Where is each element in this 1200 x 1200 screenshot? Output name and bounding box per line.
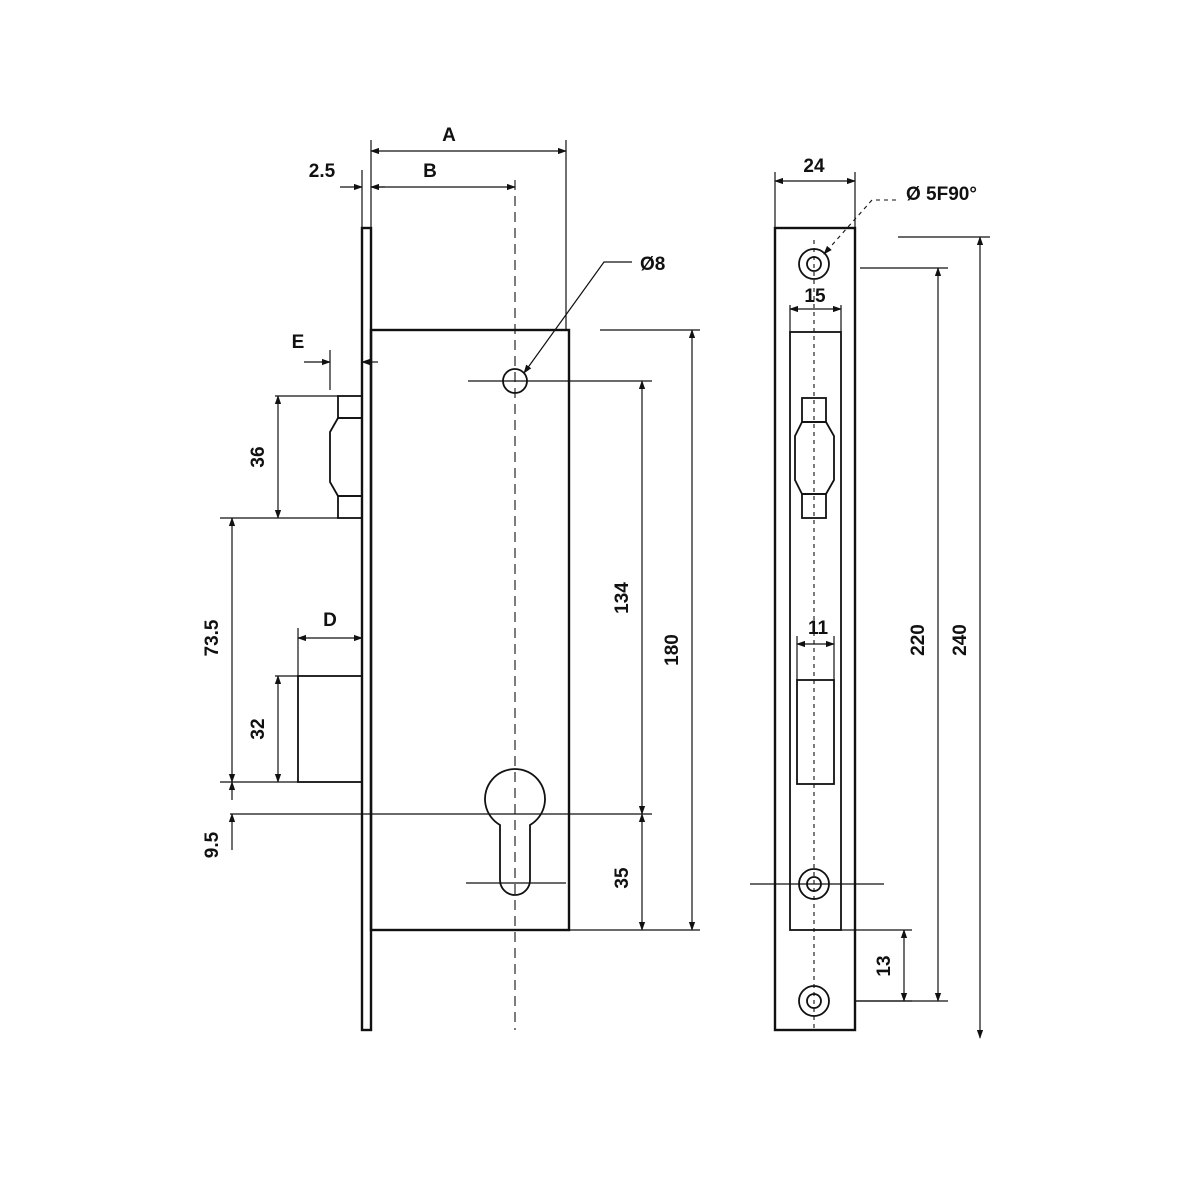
dim-24-label: 24	[803, 156, 825, 177]
dim-32-label: 32	[248, 718, 269, 739]
dim-d-label: D	[323, 610, 337, 631]
dead-bolt-front	[796, 679, 835, 785]
dim-13-label: 13	[874, 955, 895, 976]
dim-180-label: 180	[662, 634, 683, 666]
dim-220-label: 220	[908, 624, 929, 656]
dim-35-label: 35	[612, 867, 633, 889]
dim-73-5-label: 73.5	[202, 619, 223, 656]
side-view: A B 2.5 E 36 73.5 D 32 9.5 134	[202, 125, 700, 1032]
dim-36-label: 36	[248, 446, 269, 467]
dim-2-5-label: 2.5	[309, 161, 336, 182]
faceplate-front	[773, 226, 857, 1032]
faceplate-side	[360, 226, 373, 1032]
latch-front	[794, 397, 835, 519]
latch-bolt	[329, 395, 363, 519]
dim-11-label: 11	[808, 618, 829, 639]
dim-134-label: 134	[612, 582, 633, 614]
hole-dia-label: Ø8	[640, 254, 665, 275]
dim-9-5-label: 9.5	[202, 831, 223, 858]
dim-15-label: 15	[804, 286, 826, 307]
screw-spec-label: Ø 5F90°	[906, 184, 977, 205]
front-view: 24 Ø 5F90° 15 11 13 220 240	[750, 156, 990, 1039]
dim-e-label: E	[292, 332, 305, 353]
dim-b-label: B	[423, 161, 437, 182]
lock-case	[369, 328, 571, 932]
dead-bolt	[297, 675, 363, 783]
cylinder-hole	[484, 768, 546, 896]
dim-240-label: 240	[950, 624, 971, 656]
dim-a-label: A	[442, 125, 456, 146]
